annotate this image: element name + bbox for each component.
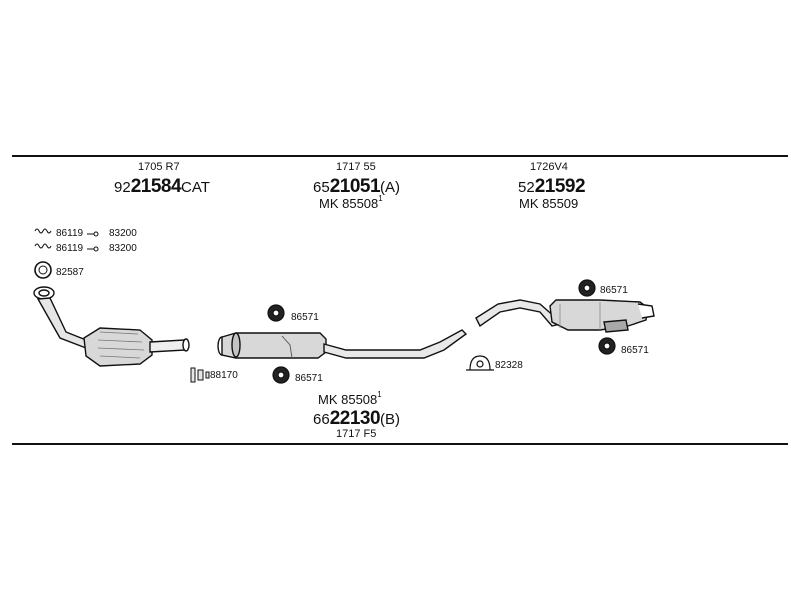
clamp-icon xyxy=(190,367,210,383)
clamp-front-label: 88170 xyxy=(210,370,238,381)
group1-part-suffix: CAT xyxy=(181,179,210,196)
top-rule xyxy=(12,155,788,157)
group1-part-number: 9221584CAT xyxy=(114,177,210,196)
rubber-mount-icon xyxy=(267,279,616,384)
catalytic-converter-assembly[interactable] xyxy=(33,286,190,367)
group2-part-prefix: 65 xyxy=(313,179,330,196)
group2-kit-sup: 1 xyxy=(378,194,383,203)
group1-code: 1705 R7 xyxy=(138,161,180,173)
group2-part-suffix: (A) xyxy=(380,179,401,196)
bottom-rule xyxy=(12,443,788,445)
group3-part-main: 21592 xyxy=(534,176,586,197)
spring-icon xyxy=(34,228,99,252)
gasket-ring-icon xyxy=(34,261,52,279)
rubber-mid-bottom-label: 86571 xyxy=(295,373,323,384)
group2-part-main: 21051 xyxy=(329,176,381,197)
rubber-rear-top-label: 86571 xyxy=(600,285,628,296)
group3-part-number: 5221592 xyxy=(518,176,586,197)
bottom-part-prefix: 66 xyxy=(313,411,330,428)
middle-silencer-assembly[interactable] xyxy=(217,329,468,359)
rubber-mid-top-label: 86571 xyxy=(291,312,319,323)
spring1-left-label: 86119 xyxy=(56,228,84,239)
bottom-kit-number: MK 85508 xyxy=(318,392,378,407)
gasket-label: 82587 xyxy=(56,267,84,278)
u-clamp-icon xyxy=(466,355,494,371)
bottom-part-suffix: (B) xyxy=(380,411,401,428)
bottom-kit-sup: 1 xyxy=(377,390,382,399)
spring2-left-label: 86119 xyxy=(56,243,84,254)
group1-part-prefix: 92 xyxy=(114,179,131,196)
group3-code: 1726V4 xyxy=(530,161,568,173)
bottom-part-main: 22130 xyxy=(329,408,381,429)
rubber-rear-bottom-label: 86571 xyxy=(621,345,649,356)
rear-silencer-assembly[interactable] xyxy=(475,299,655,333)
bottom-code: 1717 F5 xyxy=(336,428,377,440)
group2-kit: MK 855081 xyxy=(319,194,383,211)
bottom-part-number: 6622130(B) xyxy=(313,409,400,428)
group2-kit-number: MK 85508 xyxy=(319,196,379,211)
group2-part-number: 6521051(A) xyxy=(313,177,400,196)
spring2-right-label: 83200 xyxy=(109,243,137,254)
group1-part-main: 21584 xyxy=(130,176,182,197)
clamp-mid-label: 82328 xyxy=(495,360,523,371)
bottom-kit: MK 855081 xyxy=(318,390,382,407)
group2-code: 1717 55 xyxy=(336,161,376,173)
spring1-right-label: 83200 xyxy=(109,228,137,239)
group3-kit: MK 85509 xyxy=(519,196,579,211)
group3-part-prefix: 52 xyxy=(518,179,535,196)
